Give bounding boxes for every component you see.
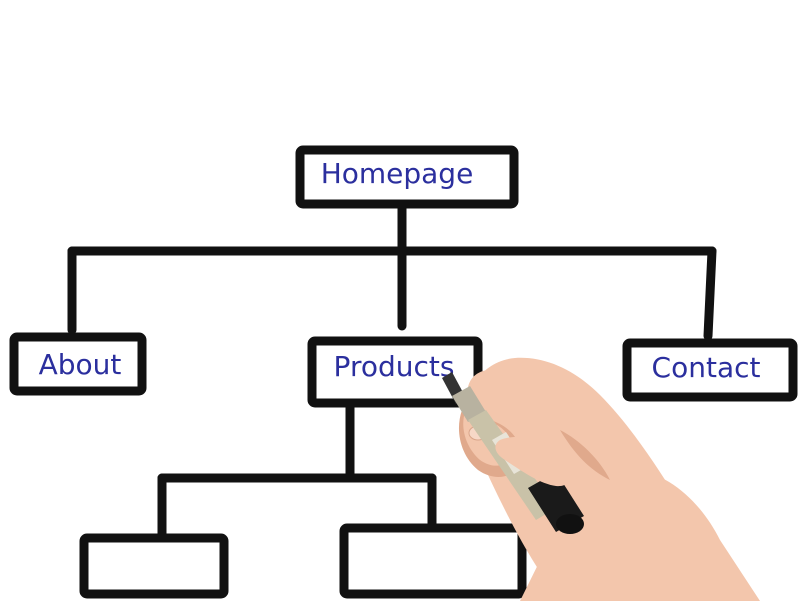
node-about-box (9, 332, 147, 396)
node-child1 (79, 533, 229, 599)
node-about: About (9, 332, 147, 396)
hand-knuckle-shade (560, 430, 610, 480)
node-root-box (295, 145, 519, 209)
marker-cone (452, 386, 486, 422)
node-contact-box (622, 338, 798, 402)
node-root-label: Homepage (321, 157, 474, 190)
marker-cap-end (556, 514, 584, 534)
connectors (67, 199, 717, 543)
node-contact: Contact (622, 338, 798, 402)
node-products-box (307, 336, 483, 408)
hand-index-finger (467, 369, 594, 435)
node-child2 (339, 523, 527, 599)
node-products-label: Products (334, 350, 455, 383)
node-root: Homepage (295, 145, 519, 209)
node-child2-box (339, 523, 527, 599)
node-child1-box (79, 533, 229, 599)
node-contact-label: Contact (652, 351, 761, 384)
hand-middle-finger (495, 436, 574, 487)
node-about-label: About (39, 348, 122, 381)
hand-holding-marker-icon (442, 357, 760, 601)
node-products: Products (307, 336, 483, 408)
edge-to-contact (703, 246, 717, 341)
